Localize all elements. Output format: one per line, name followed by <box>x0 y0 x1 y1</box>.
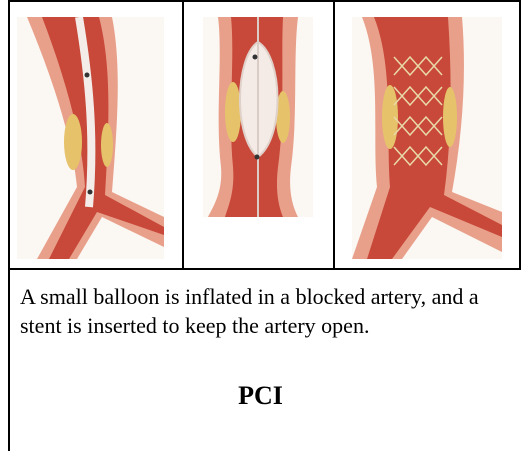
table-border-top <box>8 0 521 2</box>
artery-balloon-inflated-icon <box>203 17 313 217</box>
cell-divider-1 <box>182 0 184 270</box>
artery-balloon-catheter-icon <box>17 17 164 259</box>
figure-title: PCI <box>0 381 521 411</box>
row-divider <box>8 268 521 270</box>
cell-divider-2 <box>333 0 335 270</box>
artery-stent-placed-icon <box>352 17 502 259</box>
figure-caption: A small balloon is inflated in a blocked… <box>20 282 500 340</box>
